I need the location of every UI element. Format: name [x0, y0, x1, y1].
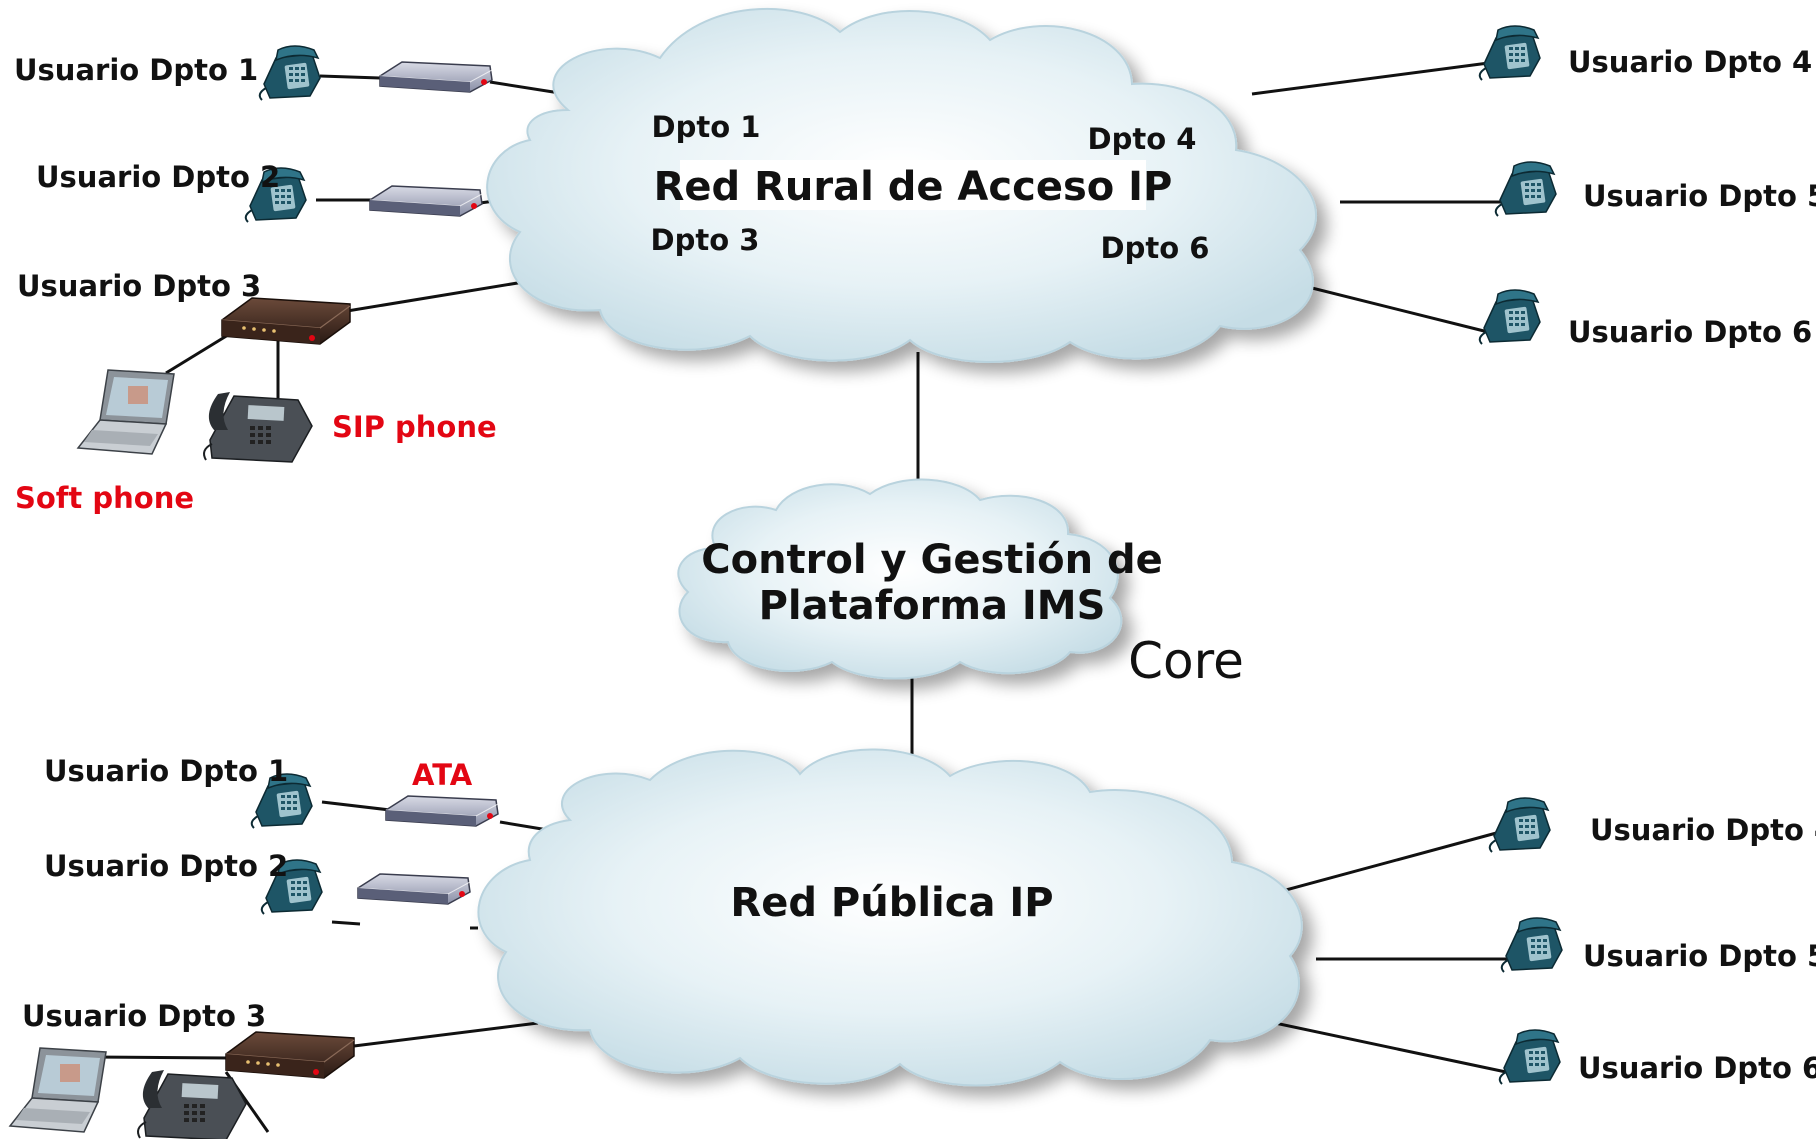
laptop-icon — [9, 1047, 107, 1133]
desk-phone-icon — [1478, 289, 1541, 345]
user-label-bottom-right-5: Usuario Dpto 5 — [1583, 939, 1816, 973]
cloud-red-publica — [477, 748, 1303, 1087]
router-icon — [221, 297, 351, 345]
user-label-bottom-left-1: Usuario Dpto 1 — [44, 754, 288, 788]
dept-label-4: Dpto 4 — [1088, 122, 1197, 156]
user-label-bottom-left-3: Usuario Dpto 3 — [22, 999, 266, 1033]
router-icon — [225, 1031, 355, 1079]
connection-lines — [89, 60, 1510, 1133]
ata-label: ATA — [412, 758, 473, 792]
desk-phone-icon — [1494, 161, 1557, 217]
core-label: Core — [1128, 632, 1244, 690]
desk-phone-icon — [1498, 1029, 1561, 1085]
ata-device-icon — [385, 795, 499, 827]
ims-title-line2: Plataforma IMS — [759, 583, 1106, 629]
user-label-top-right-5: Usuario Dpto 5 — [1583, 179, 1816, 213]
user-label-top-right-6: Usuario Dpto 6 — [1568, 315, 1812, 349]
cloud-title-background — [680, 160, 1146, 210]
red-publica-title: Red Pública IP — [730, 880, 1053, 926]
sip-phone-icon — [137, 1069, 247, 1139]
user-label-top-left-1: Usuario Dpto 1 — [14, 53, 258, 87]
desk-phone-icon — [1488, 797, 1551, 853]
red-rural-title: Red Rural de Acceso IP — [654, 164, 1173, 210]
dept-label-6: Dpto 6 — [1101, 231, 1210, 265]
ata-device-icon — [369, 185, 483, 217]
cloud-ims-core — [677, 478, 1123, 680]
desk-phone-icon — [1500, 917, 1563, 973]
ims-title-line1: Control y Gestión de — [701, 537, 1163, 583]
user-label-top-left-3: Usuario Dpto 3 — [17, 269, 261, 303]
soft-phone-label: Soft phone — [15, 481, 194, 515]
user-label-bottom-right-6: Usuario Dpto 6 — [1578, 1051, 1816, 1085]
dept-label-3: Dpto 3 — [651, 223, 760, 257]
user-label-top-right-4: Usuario Dpto 4 — [1568, 45, 1812, 79]
sip-phone-label: SIP phone — [332, 410, 497, 444]
user-label-top-left-2: Usuario Dpto 2 — [36, 160, 280, 194]
desk-phone-icon — [1478, 25, 1541, 81]
laptop-icon — [77, 369, 175, 455]
desk-phone-icon — [258, 45, 321, 101]
ata-device-icon — [379, 61, 493, 93]
user-label-bottom-right-4: Usuario Dpto 4 — [1590, 813, 1816, 847]
dept-label-1: Dpto 1 — [652, 110, 761, 144]
sip-phone-icon — [203, 391, 313, 463]
user-label-bottom-left-2: Usuario Dpto 2 — [44, 849, 288, 883]
ata-device-icon — [357, 873, 471, 905]
